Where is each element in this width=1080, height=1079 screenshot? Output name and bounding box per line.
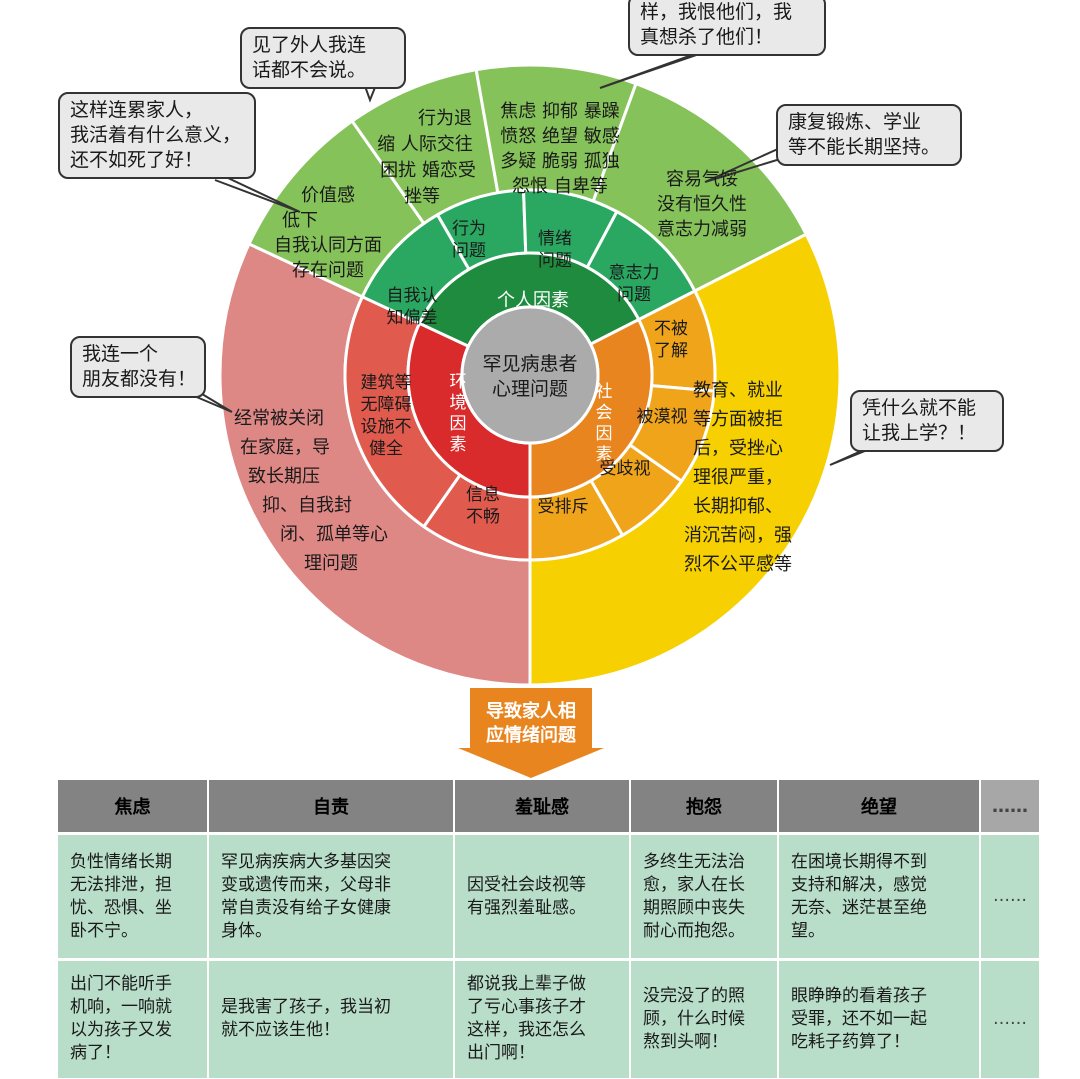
col-header: 羞耻感 (454, 780, 631, 834)
bubble-top: 样，我恨他们，我真想杀了他们！ (628, 0, 826, 56)
cell-line: 以为孩子又发 (70, 1020, 172, 1041)
mid-self: 自我认知偏差 (386, 286, 438, 328)
cell-line: 顾，什么时候 (643, 1008, 745, 1029)
cell-line: 机响，一响就 (70, 997, 172, 1018)
col-header: 焦虑 (58, 780, 209, 834)
cell-line: 没完没了的照 (643, 985, 745, 1006)
cell-line: 身体。 (221, 920, 272, 941)
table-cell: 都说我上辈子做了亏心事孩子才这样，我还怎么出门啊！ (454, 958, 631, 1078)
cell-line: 多终生无法治 (643, 851, 745, 872)
cell-line: 愈，家人在长 (643, 874, 745, 895)
table-row: 负性情绪长期无法排泄，担忧、恐惧、坐卧不宁。罕见病疾病大多基因突变或遗传而来，父… (58, 832, 1041, 960)
mid-info: 信息不畅 (466, 485, 500, 527)
table-cell: 因受社会歧视等有强烈羞耻感。 (454, 832, 631, 960)
cell-line: 有强烈羞耻感。 (467, 897, 586, 918)
bubble-school: 凭什么就不能让我上学？！ (850, 390, 1004, 452)
center-circle (460, 305, 600, 445)
table-cell: 在困境长期得不到支持和解决，感觉无奈、迷茫甚至绝望。 (778, 832, 981, 960)
arrow-label: 导致家人相 应情绪问题 (486, 701, 576, 746)
table-cell: 眼睁睁的看着孩子受罪，还不如一起吃耗子药算了！ (778, 958, 981, 1078)
cell-line: 卧不宁。 (70, 920, 138, 941)
cell-line: 望。 (791, 920, 825, 941)
outer-behavior: 行为退缩 人际交往 困扰 婚恋受挫等 (377, 108, 476, 207)
cell-line: 都说我上辈子做 (467, 974, 586, 995)
cell-line: 吃耗子药算了！ (791, 1031, 910, 1052)
family-emotion-table: 焦虑 自责 羞耻感 抱怨 绝望 …… 负性情绪长期无法排泄，担忧、恐惧、坐卧不宁… (58, 780, 1041, 1078)
cell-line: 罕见病疾病大多基因突 (221, 851, 391, 872)
table-cell: 是我害了孩子，我当初就不应该生他！ (208, 958, 455, 1078)
bubble-outsider: 见了外人我连话都不会说。 (240, 27, 406, 89)
mid-ignored: 被漠视 (636, 407, 688, 427)
col-header: 自责 (208, 780, 455, 834)
outer-value: 价值感低下 自我认同方面存在问题 (274, 185, 382, 281)
table-cell: 没完没了的照顾，什么时候熬到头啊！ (630, 958, 779, 1078)
mid-understood: 不被了解 (654, 319, 688, 361)
cell-line: 无法排泄，担 (70, 874, 172, 895)
table-cell: 负性情绪长期无法排泄，担忧、恐惧、坐卧不宁。 (58, 832, 209, 960)
outer-emotion: 焦虑 抑郁 暴躁愤怒 绝望 敏感 多疑 脆弱 孤独怨恨 自卑等 (500, 101, 620, 197)
col-header: …… (980, 780, 1041, 834)
cell-line: 因受社会歧视等 (467, 874, 586, 895)
mid-emotion: 情绪问题 (538, 229, 572, 271)
ring-label-personal: 个人因素 (497, 290, 569, 311)
cell-line: …… (993, 1008, 1027, 1029)
down-arrow (458, 688, 604, 778)
bubble-friend: 我连一个朋友都没有！ (70, 336, 206, 398)
table-row: 出门不能听手机响，一响就以为孩子又发病了！是我害了孩子，我当初就不应该生他！都说… (58, 958, 1041, 1078)
table-cell: 多终生无法治愈，家人在长期照顾中丧失耐心而抱怨。 (630, 832, 779, 960)
cell-line: 受罪，还不如一起 (791, 1008, 927, 1029)
cell-line: 病了！ (70, 1043, 121, 1064)
bubble-rehab: 康复锻炼、学业等不能长期坚持。 (776, 104, 962, 166)
cell-line: 常自责没有给子女健康 (221, 897, 391, 918)
cell-line: 负性情绪长期 (70, 851, 172, 872)
col-header: 抱怨 (630, 780, 779, 834)
col-header: 绝望 (778, 780, 981, 834)
center-title: 罕见病患者 心理问题 (482, 353, 578, 400)
mid-excluded: 受排斥 (537, 497, 589, 517)
cell-line: 眼睁睁的看着孩子 (791, 985, 927, 1006)
bubble-family: 这样连累家人，我活着有什么意义， 还不如死了好！ (58, 92, 256, 179)
mid-will: 意志力问题 (608, 263, 660, 305)
cell-line: 这样，我还怎么 (467, 1020, 586, 1041)
cell-line: 出门不能听手 (70, 974, 172, 995)
cell-line: 忧、恐惧、坐 (70, 897, 172, 918)
wheel-diagram (179, 44, 891, 778)
cell-line: 出门啊！ (467, 1043, 535, 1064)
cell-line: 耐心而抱怨。 (643, 920, 745, 941)
mid-discriminated: 受歧视 (599, 459, 651, 479)
outer-will: 容易气馁没有恒久性 意志力减弱 (657, 169, 747, 240)
ring-label-social: 社会因素 (595, 382, 613, 465)
cell-line: 变或遗传而来，父母非 (221, 874, 391, 895)
mid-behavior: 行为问题 (452, 219, 486, 261)
table-cell: …… (980, 832, 1041, 960)
cell-line: 在困境长期得不到 (791, 851, 927, 872)
mid-building: 建筑等无障碍 设施不健全 (360, 373, 412, 459)
outer-social: 教育、就业等方面被拒 后，受挫心理很严重， 长期抑郁、消沉苦闷，强 烈不公平感等 (684, 380, 792, 575)
cell-line: 支持和解决，感觉 (791, 874, 927, 895)
cell-line: 就不应该生他！ (221, 1020, 340, 1041)
table-cell: …… (980, 958, 1041, 1078)
cell-line: 了亏心事孩子才 (467, 997, 586, 1018)
table-cell: 罕见病疾病大多基因突变或遗传而来，父母非常自责没有给子女健康身体。 (208, 832, 455, 960)
cell-line: 期照顾中丧失 (643, 897, 745, 918)
table-cell: 出门不能听手机响，一响就以为孩子又发病了！ (58, 958, 209, 1078)
cell-line: 是我害了孩子，我当初 (221, 997, 391, 1018)
cell-line: …… (993, 886, 1027, 906)
outer-environment: 经常被关闭在家庭，导 致长期压抑、自我封 闭、孤单等心理问题 (234, 408, 388, 574)
ring-label-environment: 环境因素 (449, 372, 467, 455)
cell-line: 熬到头啊！ (643, 1031, 728, 1052)
cell-line: 无奈、迷茫甚至绝 (791, 897, 927, 918)
table-header-row: 焦虑 自责 羞耻感 抱怨 绝望 …… (58, 780, 1041, 834)
